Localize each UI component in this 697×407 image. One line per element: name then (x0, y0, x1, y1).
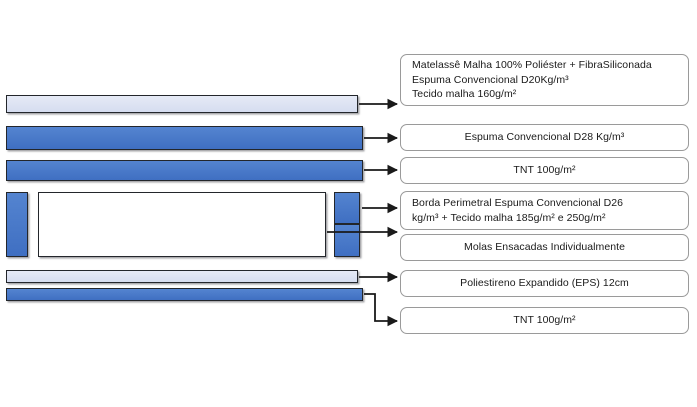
layer-tnt-bottom (6, 288, 363, 301)
layer-perimeter-border-left (6, 192, 28, 257)
callout-foam-d28-box: Espuma Convencional D28 Kg/m³ (400, 124, 689, 151)
callout-pocket-springs-label: Molas Ensacadas Individualmente (464, 241, 625, 254)
callout-tnt-bottom-box: TNT 100g/m² (400, 307, 689, 334)
callout-foam-d28-label: Espuma Convencional D28 Kg/m³ (464, 131, 625, 144)
layer-top-quilt (6, 95, 358, 113)
callout-quilt-line-2: Espuma Convencional D20Kg/m³ (412, 73, 569, 86)
callout-tnt-upper-label: TNT 100g/m² (513, 164, 576, 177)
callout-tnt-upper-box: TNT 100g/m² (400, 157, 689, 184)
callout-eps-label: Poliestireno Expandido (EPS) 12cm (460, 277, 629, 290)
layer-perimeter-border-right-upper (334, 192, 360, 224)
connector-tnt-bottom (364, 293, 399, 327)
layer-spring-core (38, 192, 326, 257)
layer-perimeter-border-right-lower (334, 224, 360, 257)
layer-tnt-upper (6, 160, 363, 181)
callout-perimeter-border-line-2: kg/m³ + Tecido malha 185g/m² e 250g/m² (412, 211, 606, 224)
layer-comfort-foam (6, 126, 363, 150)
callout-quilt-line-3: Tecido malha 160g/m² (412, 88, 517, 101)
layer-eps-base (6, 270, 358, 283)
callout-quilt-box: Matelassê Malha 100% Poliéster + FibraSi… (400, 54, 689, 106)
callout-perimeter-border-box: Borda Perimetral Espuma Convencional D26… (400, 191, 689, 230)
callout-pocket-springs-box: Molas Ensacadas Individualmente (400, 234, 689, 261)
callout-quilt-line-1: Matelassê Malha 100% Poliéster + FibraSi… (412, 59, 652, 72)
callout-perimeter-border-line-1: Borda Perimetral Espuma Convencional D26 (412, 197, 624, 209)
callout-eps-box: Poliestireno Expandido (EPS) 12cm (400, 270, 689, 297)
callout-tnt-bottom-label: TNT 100g/m² (513, 314, 576, 327)
